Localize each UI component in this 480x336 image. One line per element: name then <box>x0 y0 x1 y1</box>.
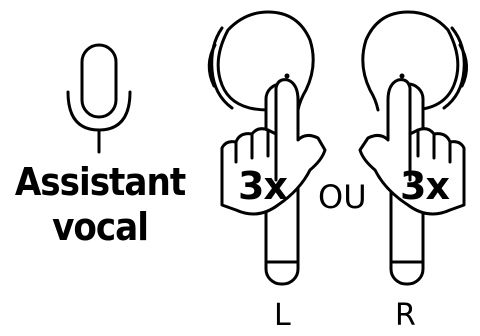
assistant-label-line1: Assistant <box>14 160 186 204</box>
left-hand-icon <box>220 78 327 216</box>
right-side-label: R <box>395 298 416 333</box>
or-label: OU <box>318 178 367 216</box>
assistant-label-line2: vocal <box>52 205 149 249</box>
left-side-label: L <box>274 298 291 333</box>
right-hand-icon <box>358 78 466 216</box>
left-tap-count: 3x <box>238 164 288 208</box>
microphone-icon <box>66 43 132 154</box>
right-tap-count: 3x <box>400 164 450 208</box>
